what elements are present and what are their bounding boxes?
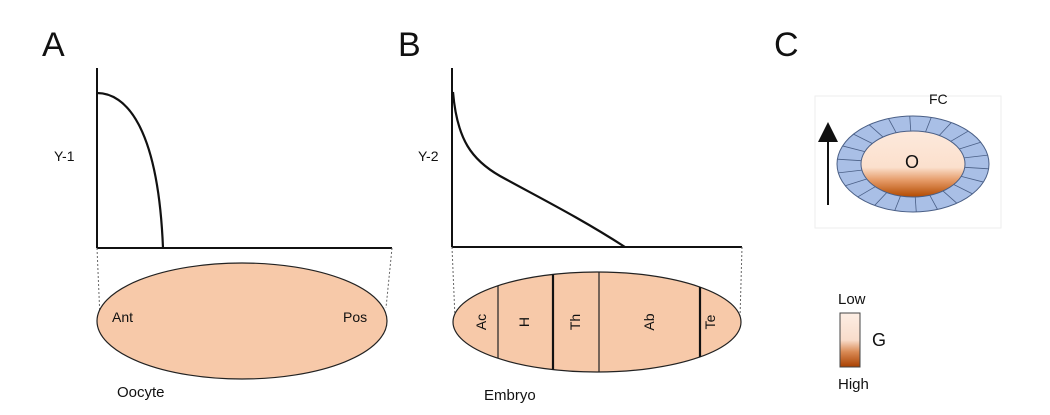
follicle-cell-divider (894, 195, 901, 211)
follicle-cell-divider (953, 184, 973, 195)
oocyte-gradient (860, 130, 966, 198)
oocyte-label: O (905, 152, 919, 172)
segment-label-abdomen: Ab (641, 313, 657, 330)
panel-c: C FC O Low G High (774, 26, 1002, 393)
follicle-cell-divider (842, 145, 865, 152)
follicle-cell-divider (929, 195, 938, 210)
anterior-label: Ant (112, 309, 133, 325)
oocyte-caption: Oocyte (117, 384, 165, 401)
follicle-cell-divider (888, 118, 897, 133)
follicle-cell-divider (950, 130, 969, 142)
follicle-cell-divider (961, 176, 984, 183)
follicle-cell-divider (925, 117, 932, 133)
embryo-caption: Embryo (484, 387, 536, 404)
panel-a: A Y-1 Ant Pos Oocyte (42, 26, 393, 401)
follicle-cell-divider (938, 122, 952, 136)
follicle-cell-divider (874, 192, 888, 206)
y-axis-label: Y-2 (418, 148, 439, 164)
follicle-cell-divider (942, 190, 958, 204)
follicle-cell-divider (838, 169, 862, 174)
y-axis-label: Y-1 (54, 148, 75, 164)
legend-name-label: G (872, 330, 886, 350)
panel-a-plot: Y-1 (54, 68, 392, 249)
legend-color-bar (839, 312, 861, 368)
follicle-cell-divider (857, 186, 876, 198)
panel-c-letter: C (774, 26, 799, 64)
gradient-legend: Low G High (838, 291, 886, 393)
follicle-cell-divider (959, 141, 981, 150)
projection-line-right (739, 246, 743, 319)
projection-line-left (451, 246, 456, 319)
follicle-cell-divider (845, 178, 867, 187)
y1-distribution-curve (96, 91, 165, 249)
follicle-cell-boundaries (837, 116, 989, 212)
follicle-cell-divider (964, 166, 989, 170)
segment-label-telson: Te (702, 314, 718, 329)
follicle-cells-label: FC (929, 91, 948, 107)
panel-a-letter: A (42, 26, 65, 64)
posterior-label: Pos (343, 309, 367, 325)
projection-line-left (96, 247, 101, 319)
panel-b: B Y-2 Ac H Th Ab Te Embryo (398, 26, 743, 404)
projection-line-right (385, 247, 393, 309)
panel-b-plot: Y-2 (418, 68, 742, 248)
legend-high-label: High (838, 376, 869, 393)
segment-boundaries (497, 272, 702, 372)
segment-label-thorax: Th (567, 314, 583, 330)
segment-label-head: H (516, 317, 532, 327)
panel-b-letter: B (398, 26, 421, 64)
follicle-cell-divider (964, 154, 988, 159)
segment-label-acron: Ac (473, 314, 489, 330)
follicle-cell-divider (909, 116, 912, 132)
follicle-cell-divider (868, 124, 884, 138)
follicle-cell-divider (837, 158, 862, 162)
legend-low-label: Low (838, 291, 866, 308)
embryo-shape (452, 271, 742, 373)
oocyte-shape (96, 262, 388, 380)
y2-gradient-curve (451, 91, 626, 248)
follicle-cell-divider (853, 133, 873, 144)
follicle-cell-divider (914, 196, 917, 212)
